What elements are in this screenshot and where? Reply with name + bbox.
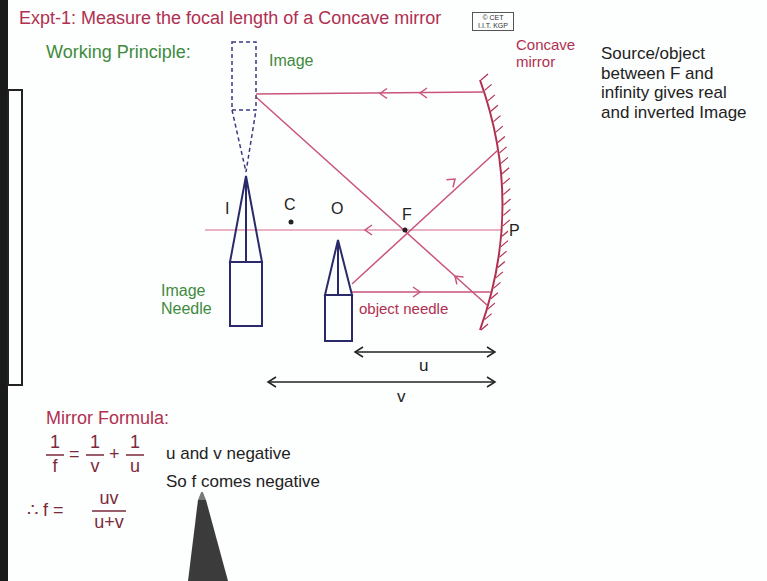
formula-term: u	[129, 456, 141, 477]
hatch-line	[481, 324, 488, 330]
point-label: F	[401, 206, 413, 224]
hatch-line	[501, 241, 508, 247]
ray-arrow	[413, 287, 420, 297]
left-edge	[0, 0, 8, 581]
ray-arrow	[455, 276, 464, 284]
hatch-line	[503, 178, 510, 184]
needle-label: Image Needle	[160, 282, 224, 319]
image-label: Image	[268, 52, 314, 70]
logo-box: © CET I.I.T. KGP	[472, 12, 514, 31]
hatch-line	[494, 282, 501, 288]
principal-axis	[205, 229, 502, 231]
formula-term: u+v	[93, 512, 125, 533]
point-label: C	[283, 196, 297, 214]
logo-text: © CET I.I.T. KGP	[475, 14, 511, 29]
distance-label: v	[396, 387, 407, 407]
hatch-line	[488, 95, 495, 101]
ray-arrows	[365, 88, 464, 297]
hatch-line	[481, 74, 488, 80]
hatch-line	[485, 84, 492, 90]
hatch-line	[491, 105, 498, 111]
formula-term: 1	[49, 432, 61, 453]
hatch-line	[498, 262, 505, 268]
focus-point	[403, 228, 408, 233]
ray	[352, 291, 491, 293]
hatch-line	[491, 293, 498, 299]
point-label: P	[508, 222, 521, 240]
hatch-line	[496, 126, 503, 132]
hatch-line	[485, 314, 492, 320]
formula-term: ∴ f =	[26, 500, 65, 521]
distance-label: u	[418, 356, 429, 376]
hatch-line	[500, 147, 507, 153]
hatch-line	[500, 251, 507, 257]
hatch-line	[498, 137, 505, 143]
ray-arrow	[420, 88, 427, 98]
formula-term: f	[51, 456, 58, 477]
section-heading: Working Principle:	[45, 42, 192, 63]
hatch-line	[494, 116, 501, 122]
note: So f comes negative	[165, 472, 321, 492]
hatch-line	[502, 168, 509, 174]
hatch-line	[504, 199, 511, 205]
ray	[352, 150, 498, 284]
hatch-line	[488, 303, 495, 309]
formula-symbol: +	[108, 444, 121, 465]
object-needle-stand	[325, 295, 352, 341]
formula-term: 1	[89, 432, 101, 453]
note: Source/object between F and infinity giv…	[600, 44, 757, 122]
image-of-needle	[232, 42, 256, 172]
side-bracket	[8, 90, 22, 385]
formula-symbol: =	[68, 444, 81, 465]
distance-arrows	[268, 347, 495, 387]
ray-arrow	[380, 89, 387, 99]
ray-arrow	[446, 179, 455, 187]
hatch-line	[501, 157, 508, 163]
ray	[256, 92, 484, 94]
hatch-line	[503, 189, 510, 195]
formula-term: v	[90, 456, 101, 477]
title: Expt-1: Measure the focal length of a Co…	[18, 8, 442, 29]
section-heading: Mirror Formula:	[45, 408, 170, 429]
hatch-line	[496, 272, 503, 278]
point-label: O	[330, 200, 344, 218]
mirror-label: Concave mirror	[515, 36, 589, 71]
ray	[256, 97, 487, 305]
formula-term: uv	[98, 488, 119, 509]
pen	[188, 500, 228, 581]
ray-arrow	[365, 225, 372, 235]
image-needle-tip	[230, 176, 262, 262]
centre-point	[289, 220, 294, 225]
needle-label: object needle	[358, 300, 449, 317]
object-needle-tip	[325, 240, 352, 295]
hatch-line	[503, 209, 510, 215]
note: u and v negative	[165, 444, 292, 464]
point-label: I	[224, 200, 230, 218]
image-needle-stand	[230, 262, 262, 326]
formula-term: 1	[129, 432, 141, 453]
